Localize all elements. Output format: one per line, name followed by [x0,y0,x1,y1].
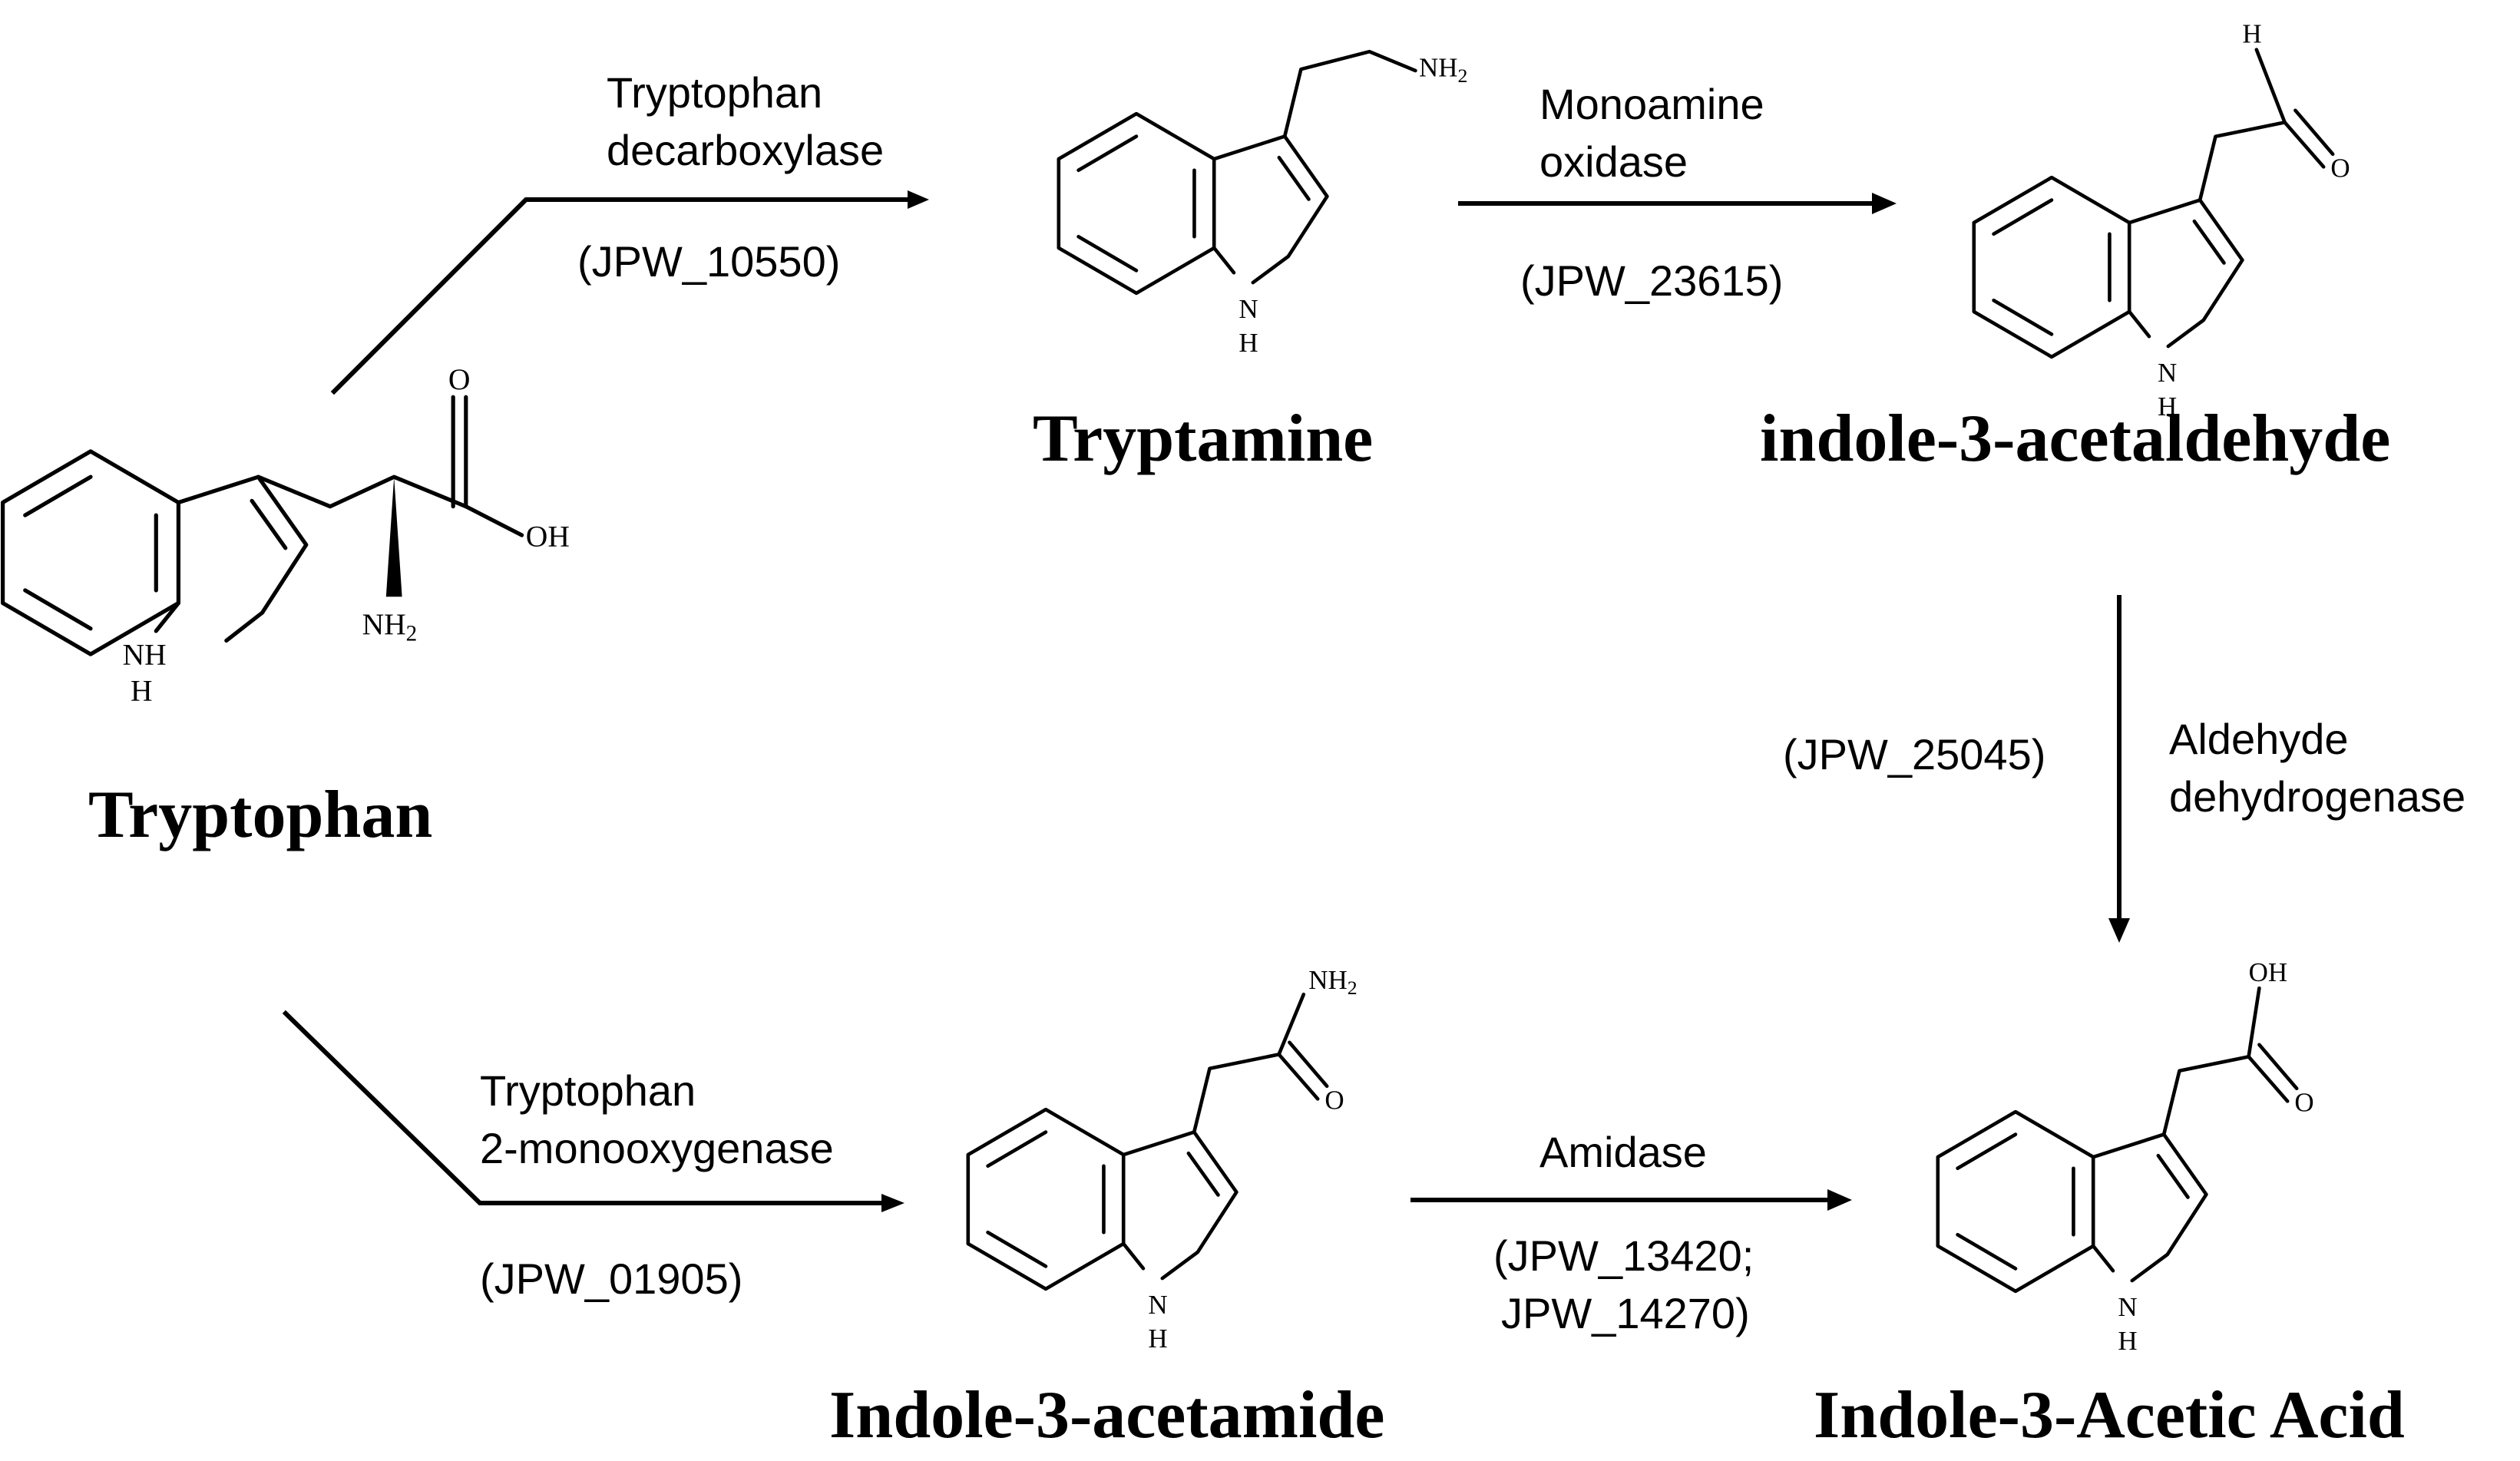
iaa-structure: N H OH O [1938,957,2314,1356]
tryptamine-nh2-sub: 2 [1457,64,1467,87]
aldh-name-line1: Aldehyde [2169,715,2349,763]
acetamide-h-label: H [1148,1324,1167,1354]
enzyme-tdc: Tryptophan decarboxylase (JPW_10550) [577,68,884,286]
mao-name-line2: oxidase [1539,137,1688,186]
tmo-name-line2: 2-monooxygenase [480,1124,834,1172]
acetamide-nh2-label: NH2 [1308,965,1357,999]
amidase-gene-id-1: (JPW_13420; [1493,1231,1754,1280]
tryptophan-nh2-label: NH2 [362,607,418,646]
tmo-name-line1: Tryptophan [480,1066,696,1115]
aldh-gene-id: (JPW_25045) [1783,730,2045,778]
tmo-gene-id: (JPW_01905) [480,1254,742,1303]
tryptamine-n-label: N [1239,294,1258,324]
tryptophan-nh-label: NH [123,638,167,672]
amidase-gene-id-2: JPW_14270) [1501,1289,1750,1337]
acetamide-n-label: N [1148,1290,1167,1320]
tryptophan-structure: NH H O OH NH2 [1,362,570,707]
acetaldehyde-n-label: N [2158,358,2177,388]
indole-acetamide-name: Indole-3-acetamide [829,1378,1384,1453]
enzyme-mao: Monoamine oxidase (JPW_23615) [1520,80,1783,305]
mao-gene-id: (JPW_23615) [1520,256,1783,305]
iaa-o-label: O [2294,1087,2313,1117]
tryptophan-oh-label: OH [526,520,570,554]
tryptophan-nh2-main: NH [362,607,406,641]
tryptamine-structure: N H NH2 [1059,49,1467,358]
indole-acetamide-structure: N H NH2 O [968,965,1358,1354]
indole-acetaldehyde-name: indole-3-acetaldehyde [1760,402,2390,476]
acetaldehyde-o-label: O [2330,153,2350,183]
acetaldehyde-h-label: H [2158,392,2177,421]
arrow-acetamide-to-iaa [1410,1189,1852,1211]
tryptophan-nh2-sub: 2 [406,621,418,646]
tdc-gene-id: (JPW_10550) [577,237,840,286]
enzyme-aldh: (JPW_25045) Aldehyde dehydrogenase [1783,715,2465,821]
tryptamine-nh2-label: NH2 [1419,52,1467,86]
acetamide-o-label: O [1324,1085,1344,1115]
arrow-acetaldehyde-to-iaa [2108,595,2130,943]
tryptamine-name: Tryptamine [1033,402,1373,476]
enzyme-amidase: Amidase (JPW_13420; JPW_14270) [1493,1128,1754,1337]
acetaldehyde-h-top-label: H [2242,18,2261,48]
tryptophan-name: Tryptophan [88,778,432,852]
arrow-tryptamine-to-acetaldehyde [1458,193,1897,214]
mao-name-line1: Monoamine [1539,80,1764,128]
tdc-name-line2: decarboxylase [607,126,884,174]
enzyme-tmo: Tryptophan 2-monooxygenase (JPW_01905) [480,1066,834,1303]
tryptophan-h-label: H [131,673,153,707]
tryptophan-o-label: O [448,362,471,396]
iaa-name: Indole-3-Acetic Acid [1814,1378,2405,1453]
tryptamine-nh2-main: NH [1419,52,1457,82]
tryptamine-h-label: H [1239,328,1258,358]
iaa-oh-label: OH [2249,957,2287,987]
iaa-n-label: N [2118,1292,2137,1322]
acetamide-nh2-main: NH [1308,965,1347,995]
acetamide-nh2-sub: 2 [1348,977,1358,999]
arrow-tryptophan-to-tryptamine [330,190,929,395]
arrow-tryptophan-to-acetamide [282,1010,904,1212]
iaa-h-label: H [2118,1326,2137,1356]
amidase-name: Amidase [1539,1128,1707,1176]
tdc-name-line1: Tryptophan [607,68,822,117]
aldh-name-line2: dehydrogenase [2169,772,2465,821]
indole-acetaldehyde-structure: N H H O [1974,18,2350,421]
